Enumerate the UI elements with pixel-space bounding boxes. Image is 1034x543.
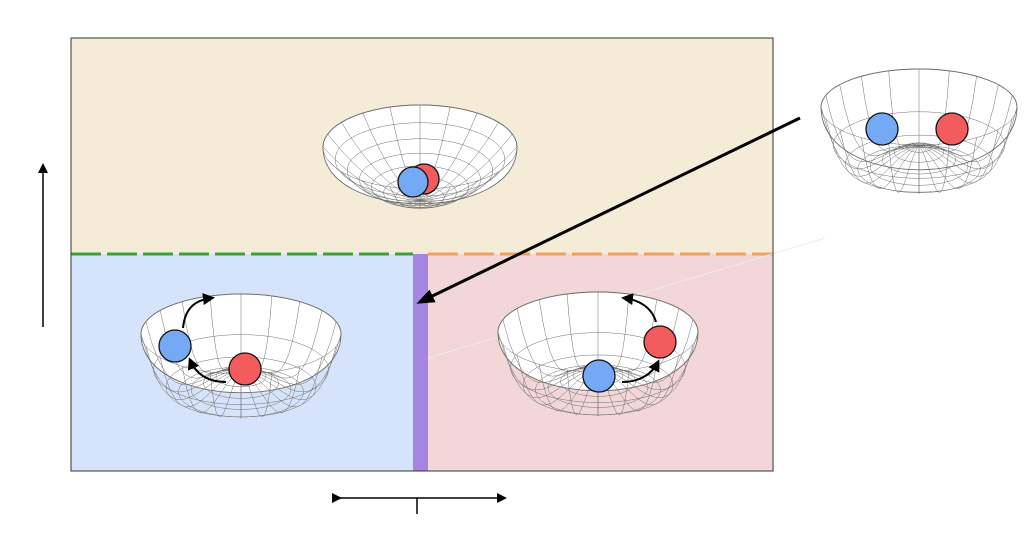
bowl-spoke [145, 321, 242, 385]
bowl-spoke [502, 319, 599, 383]
bowl-spoke [918, 137, 977, 190]
bowl-spoke [419, 159, 513, 202]
bowl-spoke [327, 159, 421, 202]
bowl-spoke [918, 118, 1013, 177]
bowl-spoke [918, 95, 1013, 162]
diagram-frame [70, 37, 774, 472]
inset-pointer-arrow [416, 116, 801, 304]
bowl-spoke [825, 95, 920, 162]
potential-single-well [322, 104, 518, 209]
bowl-spoke [419, 186, 451, 208]
bowl-spoke [820, 106, 920, 170]
rotation-arrow [188, 357, 227, 383]
bowl-spoke [918, 143, 950, 193]
bowl-spoke [145, 346, 242, 400]
bowl-spoke [839, 84, 920, 157]
ball [158, 329, 192, 363]
rotation-arrow [621, 293, 657, 323]
bowl-spoke [918, 129, 999, 184]
bowl-spoke [516, 308, 599, 377]
bowl-spoke [825, 118, 920, 177]
bowl-spoke [327, 133, 421, 201]
ball [228, 352, 262, 386]
bowl-spoke [140, 333, 242, 393]
rotation-arrow [182, 293, 215, 329]
ball [865, 112, 899, 146]
ball [582, 359, 616, 393]
bowl-spoke [497, 331, 599, 391]
rotation-arrow [621, 359, 660, 383]
ball [643, 325, 677, 359]
potential-right-mexican-hat [497, 291, 699, 417]
bowl-spoke [419, 171, 499, 204]
bowl-spoke [419, 122, 499, 201]
bowl-spoke [502, 344, 599, 398]
bowl-spoke [918, 106, 1018, 170]
bowl-spoke [918, 84, 999, 157]
bowl-spoke [419, 146, 518, 201]
bowl-spoke [362, 180, 421, 206]
potential-left-mexican-hat [140, 293, 342, 419]
potential-inset-mexican-hat [820, 68, 1018, 194]
bowl-spoke [861, 137, 920, 190]
bowl-spoke [419, 180, 478, 206]
bowl-spoke [341, 171, 421, 204]
bowl-spoke [419, 133, 513, 201]
bowl-spoke [888, 143, 920, 193]
bowl-spoke [181, 366, 242, 414]
bowl-spoke [839, 129, 920, 184]
boundary-purple-bar [413, 254, 428, 471]
ball [397, 166, 429, 198]
bowl-spoke [322, 146, 421, 201]
bowl-spoke [159, 357, 242, 408]
ball [935, 112, 969, 146]
